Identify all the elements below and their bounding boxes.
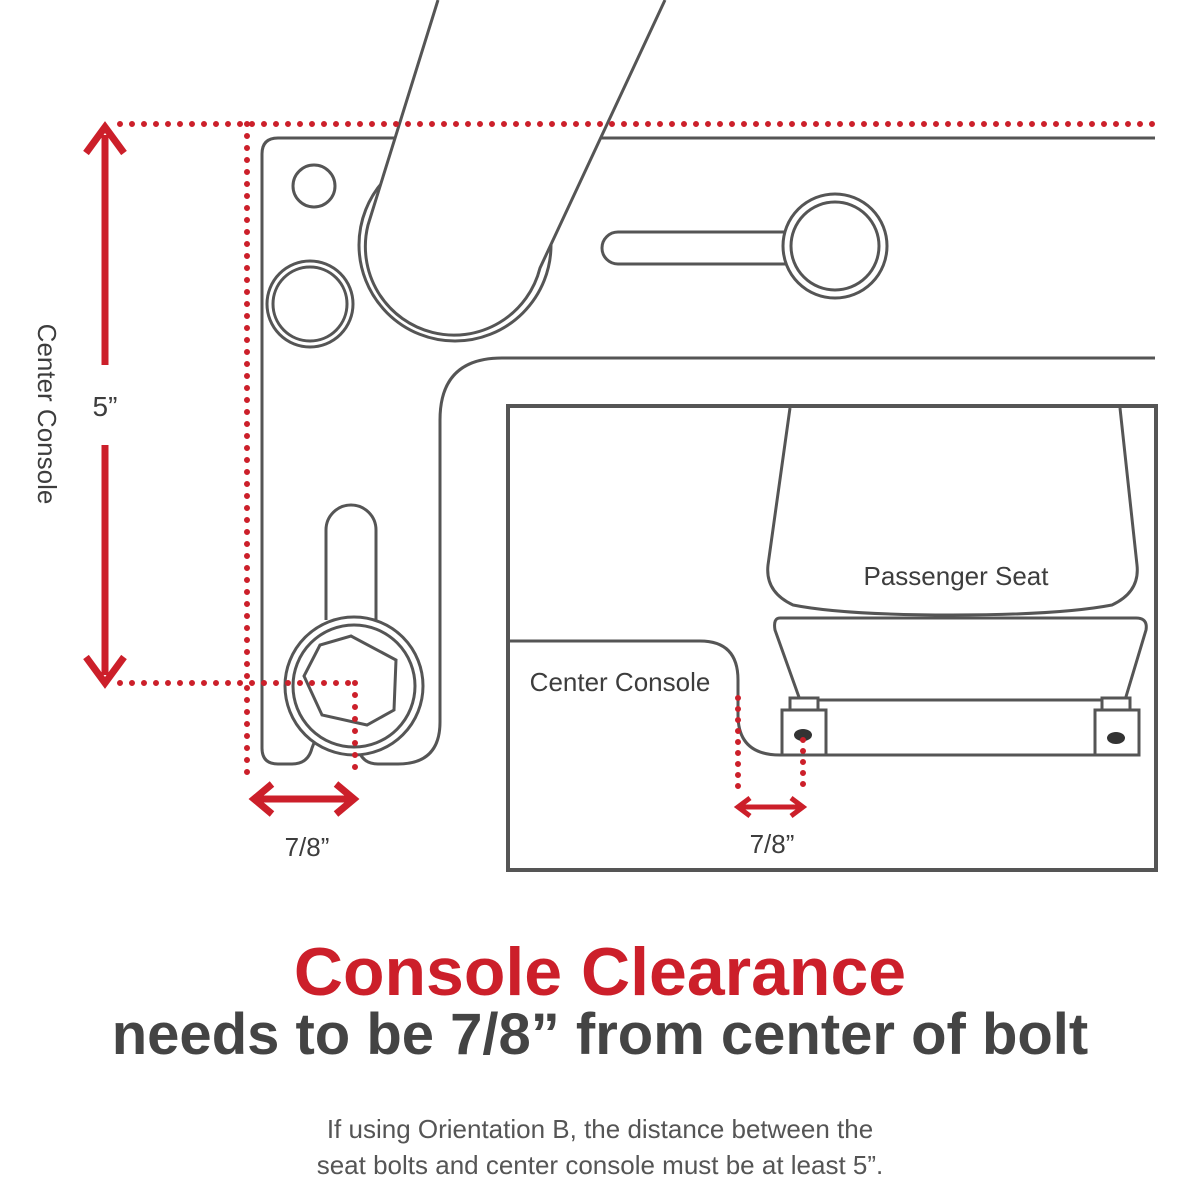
large-hole-inner <box>271 265 349 343</box>
large-hole <box>265 259 355 349</box>
seat-label: Passenger Seat <box>863 561 1049 591</box>
horizontal-slot <box>600 230 786 266</box>
slot-knob-inner <box>789 200 881 292</box>
pivot-arm <box>363 0 667 337</box>
left-offset-arrow <box>248 781 360 817</box>
inset-guide-lines <box>735 695 806 798</box>
slot-knob <box>781 192 889 300</box>
inset-console-label: Center Console <box>530 667 711 697</box>
vertical-slot <box>324 503 378 620</box>
note-line-2: seat bolts and center console must be at… <box>316 1150 884 1180</box>
height-arrow <box>83 121 127 689</box>
small-hole <box>291 163 337 209</box>
left-vertical-label: Center Console <box>32 324 62 505</box>
page-title: Console Clearance <box>293 934 907 1010</box>
left-offset-label: 7/8” <box>285 832 330 862</box>
note-line-1: If using Orientation B, the distance bet… <box>326 1114 874 1144</box>
inset-offset-arrow <box>733 796 808 818</box>
inset-frame <box>506 404 1158 872</box>
height-measure-label: 5” <box>93 391 118 422</box>
inset-offset-label: 7/8” <box>750 829 795 859</box>
page-subtitle: needs to be 7/8” from center of bolt <box>111 1002 1089 1067</box>
seat-bolt-left <box>780 696 828 757</box>
seat-back <box>766 407 1139 617</box>
console-clearance-diagram: 5” Center Console 7/8” Passenger Seat Ce… <box>32 0 1161 872</box>
seat-rail <box>826 698 1100 757</box>
guide-lines <box>117 121 1161 781</box>
bolt-washer-inner <box>291 623 417 749</box>
seat-bolt-right <box>1093 696 1141 757</box>
hex-bolt-head <box>302 634 398 727</box>
